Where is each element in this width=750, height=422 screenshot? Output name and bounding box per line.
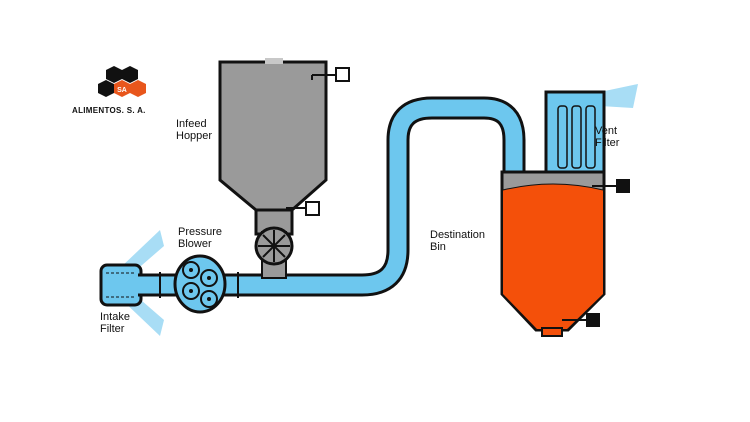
vent-filter-label: Vent Filter [595,125,619,149]
blower-icon[interactable] [173,254,227,314]
destination-bin-label-line1: Destination [430,229,486,241]
level-sensor-active-icon [592,179,630,193]
pressure-blower-label-line1: Pressure [178,226,223,238]
pipe-flanges [159,272,239,298]
pressure-blower-label: Pressure Blower [178,226,222,250]
intake-filter-label-line2: Filter [100,323,125,335]
logo-hex-top-right [122,66,138,83]
destination-bin[interactable] [500,170,606,337]
logo-hex-bottom-left [98,80,114,97]
vent-spray [600,84,638,108]
destination-bin-label-line2: Bin [430,241,446,253]
level-sensor-open-icon [286,201,320,216]
infeed-hopper[interactable] [218,58,328,236]
intake-spray-upper [120,230,164,272]
company-logo: SA [98,66,146,97]
pressure-blower-label-line2: Blower [178,238,212,250]
vent-filter-label-line1: Vent [595,125,618,137]
logo-hex-top-left [106,66,122,83]
intake-filter [99,263,143,307]
infeed-hopper-label: Infeed Hopper [176,118,212,142]
intake-filter-label-line1: Intake [100,311,130,323]
conveying-line[interactable] [138,99,523,294]
infeed-hopper-label-line1: Infeed [176,118,207,130]
vent-filter-label-line2: Filter [595,137,620,149]
level-sensor-active-icon [562,313,600,327]
infeed-hopper-label-line2: Hopper [176,130,213,142]
intake-filter-label: Intake Filter [100,311,130,335]
level-sensor-open-icon [311,67,350,82]
logo-mark-text: SA [117,87,127,94]
rotary-valve-icon[interactable] [254,226,294,279]
destination-bin-label: Destination Bin [430,229,485,253]
logo-hex-bottom-middle [114,80,130,97]
logo-hex-bottom-right [130,80,146,97]
company-name: ALIMENTOS. S. A. [72,106,146,115]
